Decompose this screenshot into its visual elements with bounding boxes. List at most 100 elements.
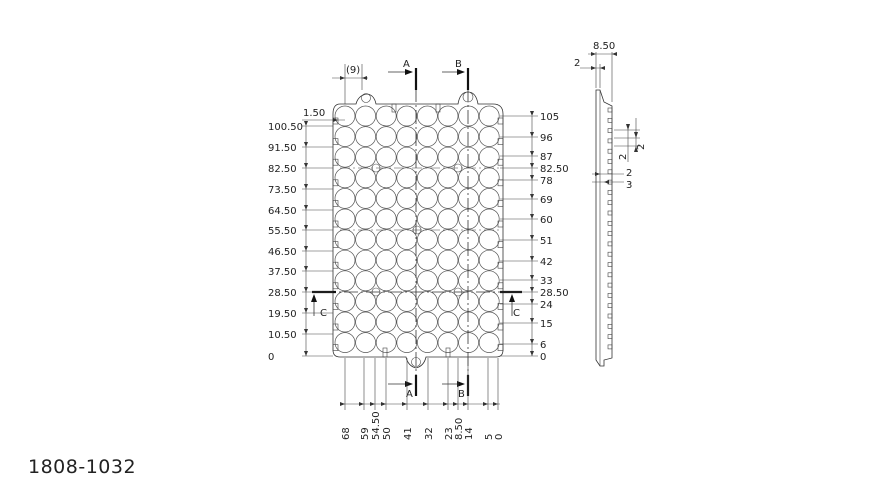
left-dim-label: 55.50 <box>268 226 297 237</box>
front-view: A B A B C C (9) 1.50100.5091.5082.5073.5… <box>268 59 569 440</box>
well <box>478 105 500 127</box>
well <box>355 126 376 147</box>
well <box>355 167 376 189</box>
well <box>396 188 418 209</box>
well <box>437 208 459 230</box>
well <box>334 146 356 168</box>
well <box>458 167 479 189</box>
well <box>458 270 479 292</box>
well <box>417 332 438 353</box>
well <box>396 249 418 271</box>
well <box>375 146 397 168</box>
well <box>355 311 376 333</box>
well <box>396 311 418 333</box>
well <box>458 146 479 168</box>
right-dim-label: 6 <box>540 340 546 351</box>
top-dimension: (9) <box>332 64 368 104</box>
well <box>417 167 438 189</box>
well <box>334 208 356 230</box>
left-dim-label: 19.50 <box>268 309 297 320</box>
left-dim-label: 10.50 <box>268 330 297 341</box>
well <box>478 229 500 250</box>
well <box>437 146 459 168</box>
well <box>355 229 376 250</box>
well <box>334 126 356 147</box>
well <box>355 270 376 292</box>
right-dim-label: 82.50 <box>540 164 569 175</box>
bottom-dim-label: 68 <box>341 427 352 440</box>
left-dim-label: 28.50 <box>268 288 297 299</box>
bottom-dim-label: 8.50 <box>454 418 465 440</box>
well <box>478 146 500 168</box>
right-dim-label: 33 <box>540 276 553 287</box>
side-dim-tooth-b: 2 <box>636 144 647 150</box>
well <box>458 208 479 230</box>
well <box>417 291 438 312</box>
well <box>375 332 397 353</box>
well <box>355 249 376 271</box>
well <box>375 126 397 147</box>
well <box>478 332 500 353</box>
well-grid <box>334 105 500 353</box>
well <box>355 146 376 168</box>
right-dim-label: 87 <box>540 152 553 163</box>
well <box>396 229 418 250</box>
section-label-b-top: B <box>455 59 462 70</box>
well <box>396 270 418 292</box>
left-dim-label: 46.50 <box>268 247 297 258</box>
right-dim-label: 105 <box>540 112 559 123</box>
right-dim-label: 69 <box>540 195 553 206</box>
right-dim-label: 24 <box>540 300 553 311</box>
well <box>437 229 459 250</box>
well <box>478 126 500 147</box>
left-dim-label: 37.50 <box>268 267 297 278</box>
well <box>375 188 397 209</box>
bottom-dim-label: 23 <box>444 427 455 440</box>
right-dim-label: 96 <box>540 133 553 144</box>
well <box>396 105 418 127</box>
side-dim-gap: 2 <box>626 168 632 179</box>
svg-text:(9): (9) <box>346 65 360 76</box>
left-dim-label: 1.50 <box>303 108 325 119</box>
well <box>375 249 397 271</box>
well <box>458 188 479 209</box>
well <box>375 208 397 230</box>
left-dim-label: 82.50 <box>268 164 297 175</box>
bottom-dim-label: 5 <box>484 434 495 440</box>
well <box>437 270 459 292</box>
well <box>437 105 459 127</box>
well <box>478 249 500 271</box>
left-dim-label: 64.50 <box>268 206 297 217</box>
well <box>458 332 479 353</box>
well <box>417 208 438 230</box>
well <box>437 311 459 333</box>
side-teeth <box>607 107 613 350</box>
well <box>375 229 397 250</box>
right-dim-label: 78 <box>540 176 553 187</box>
well <box>334 291 356 312</box>
bottom-dim-label: 41 <box>403 427 414 440</box>
bottom-dim-label: 54.50 <box>371 411 382 440</box>
right-dim-label: 60 <box>540 215 553 226</box>
side-dim-width: 8.50 <box>593 41 615 52</box>
section-label-a-bottom: A <box>406 389 413 400</box>
section-label-c-left: C <box>320 308 327 319</box>
well <box>355 188 376 209</box>
well <box>478 208 500 230</box>
well <box>334 249 356 271</box>
well <box>375 270 397 292</box>
right-dim-label: 42 <box>540 257 553 268</box>
left-dim-label: 100.50 <box>268 122 303 133</box>
well <box>458 311 479 333</box>
well <box>478 291 500 312</box>
bottom-dim-label: 32 <box>424 427 435 440</box>
well <box>437 188 459 209</box>
well <box>458 105 479 127</box>
well <box>478 311 500 333</box>
edge-teeth <box>332 103 504 358</box>
left-dim-label: 73.50 <box>268 185 297 196</box>
well <box>458 249 479 271</box>
well <box>355 291 376 312</box>
